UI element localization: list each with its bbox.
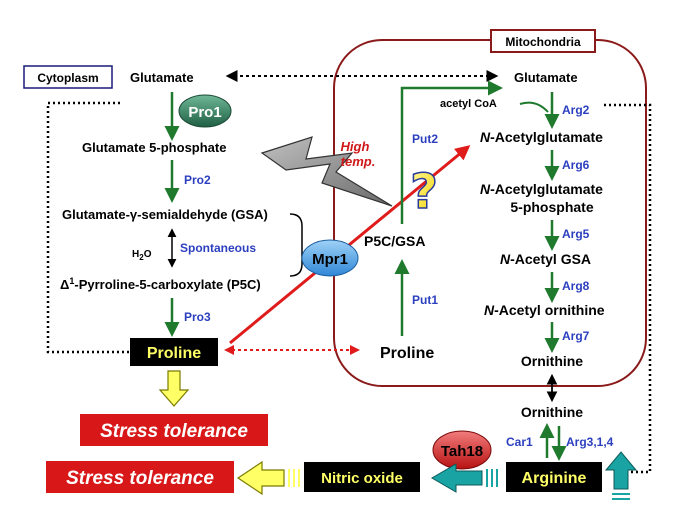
arg8-label: Arg8 — [562, 279, 590, 293]
high-temp-line2: temp. — [341, 154, 376, 169]
cyto-glutamate: Glutamate — [130, 70, 194, 85]
teal-up-arrow — [604, 451, 638, 490]
proline-feedback-loop — [46, 101, 130, 354]
tah18-label: Tah18 — [441, 443, 483, 460]
stress-tolerance-box-2 — [46, 461, 234, 493]
yellow-left-arrow — [236, 460, 285, 496]
spontaneous-label: Spontaneous — [180, 241, 256, 255]
mitochondria-membrane — [333, 39, 647, 387]
mito-n-acetyl-gsa: N-Acetyl GSA — [500, 251, 591, 267]
mito-ornithine: Ornithine — [521, 353, 583, 369]
cyto-p5c: Δ1-Pyrroline-5-carboxylate (P5C) — [60, 276, 261, 292]
mito-proline: Proline — [380, 345, 434, 362]
cyto-ornithine: Ornithine — [521, 404, 583, 420]
acetyl-coa-curve — [519, 101, 549, 113]
water-label: H2O — [132, 249, 152, 262]
tah18-ellipse — [432, 430, 492, 470]
put2-label: Put2 — [412, 132, 438, 146]
pro2-label: Pro2 — [184, 173, 211, 187]
arg314-label: Arg3,1,4 — [566, 435, 614, 449]
mito-n-acetylglutamate-5p-line1: N-Acetylglutamate — [480, 181, 603, 197]
teal-left-arrow — [431, 463, 483, 493]
arg2-label: Arg2 — [562, 103, 590, 117]
question-mark-icon: ? — [410, 164, 438, 220]
arginine: Arginine — [522, 470, 587, 487]
arg5-label: Arg5 — [562, 227, 590, 241]
cytoplasm-label-box — [23, 65, 113, 89]
put2-arrow — [400, 80, 503, 224]
pro1-ellipse — [178, 94, 232, 128]
cyto-gsa: Glutamate-γ-semialdehyde (GSA) — [62, 207, 268, 222]
pro1-label: Pro1 — [188, 104, 221, 121]
arg7-label: Arg7 — [562, 329, 590, 343]
mito-n-acetyl-ornithine: N-Acetyl ornithine — [484, 302, 605, 318]
p5c-gsa-bracket — [289, 213, 303, 277]
stress-tolerance-box-1 — [80, 414, 268, 446]
mito-p5c-gsa: P5C/GSA — [364, 233, 425, 249]
mpr1-ellipse — [301, 239, 359, 277]
arg6-label: Arg6 — [562, 158, 590, 172]
mitochondria-label: Mitochondria — [505, 35, 581, 49]
stress-tolerance-1: Stress tolerance — [100, 421, 248, 442]
mito-glutamate: Glutamate — [514, 70, 578, 85]
cyto-proline: Proline — [147, 345, 201, 362]
yellow-down-arrow — [158, 370, 190, 407]
cyto-proline-box — [130, 338, 218, 366]
mito-n-acetylglutamate-5p-line2: 5-phosphate — [510, 199, 593, 215]
cytoplasm-label: Cytoplasm — [37, 71, 98, 85]
pro3-label: Pro3 — [184, 310, 211, 324]
acetyl-coa: acetyl CoA — [440, 98, 497, 110]
arginine-box — [506, 462, 602, 492]
mpr1-label: Mpr1 — [312, 251, 348, 268]
lightning-bolt-icon — [260, 136, 393, 207]
mitochondria-label-box — [490, 29, 596, 53]
nitric-oxide: Nitric oxide — [321, 470, 403, 487]
arginine-feedback-loop — [604, 103, 652, 474]
cyto-glutamate-5-phosphate: Glutamate 5-phosphate — [82, 140, 226, 155]
mito-n-acetylglutamate: N-Acetylglutamate — [480, 129, 603, 145]
car1-label: Car1 — [506, 435, 533, 449]
nitric-oxide-box — [304, 462, 420, 492]
put1-label: Put1 — [412, 293, 438, 307]
stress-tolerance-2: Stress tolerance — [66, 468, 214, 489]
high-temp-line1: High — [341, 139, 370, 154]
